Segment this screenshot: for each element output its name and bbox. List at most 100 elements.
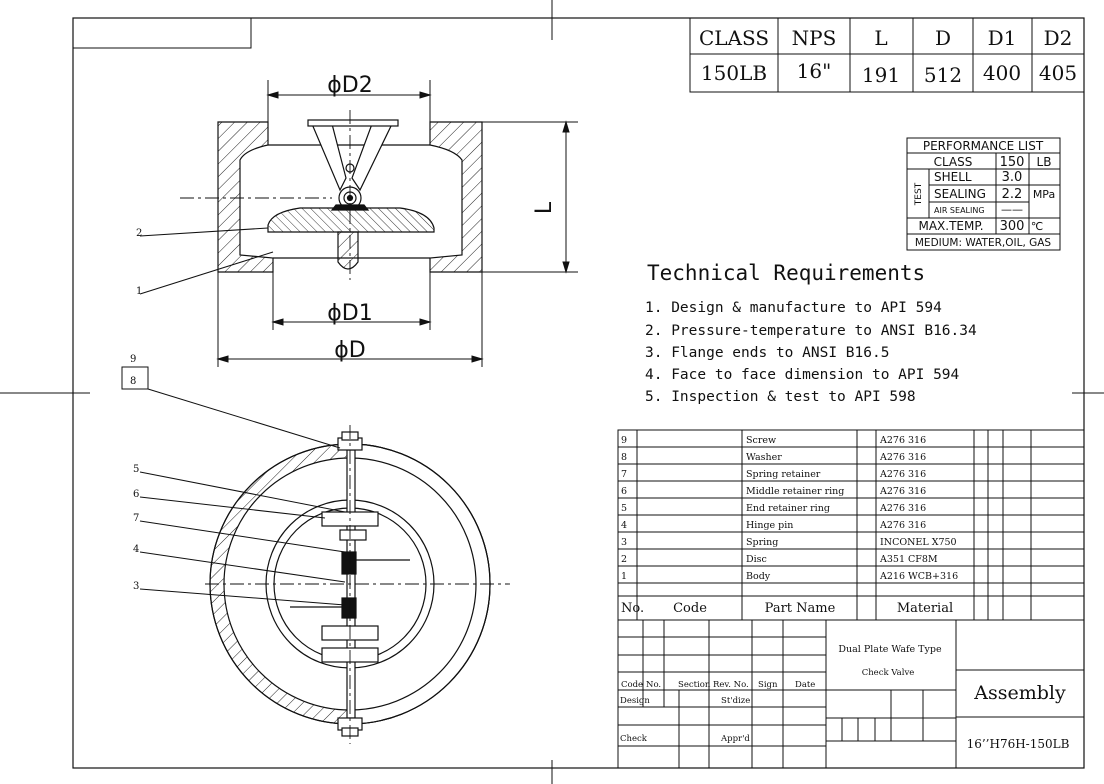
perf-title: PERFORMANCE LIST <box>923 139 1044 153</box>
part-name: Disc <box>746 554 767 565</box>
tb-no: No. <box>646 680 661 690</box>
perf-shell-value: 3.0 <box>1002 170 1023 185</box>
body-right-section <box>429 121 483 273</box>
perf-test-label: TEST <box>914 182 924 206</box>
parts-header-name: Part Name <box>765 601 836 616</box>
part-no: 6 <box>621 486 627 497</box>
tb-date: Date <box>795 680 815 690</box>
dim-value-d2: 405 <box>1039 61 1077 85</box>
tb-design: Design <box>620 696 650 706</box>
parts-header-material: Material <box>897 601 953 616</box>
tech-item-4: 4. Face to face dimension to API 594 <box>645 367 960 383</box>
part-no: 1 <box>621 571 627 582</box>
part-name: End retainer ring <box>746 503 830 514</box>
tech-item-3: 3. Flange ends to ANSI B16.5 <box>645 345 889 361</box>
perf-class-label: CLASS <box>934 155 973 169</box>
stop-arm-right <box>351 123 393 192</box>
leader-7: 7 <box>133 513 139 524</box>
perf-medium: MEDIUM: WATER,OIL, GAS <box>915 237 1052 249</box>
tb-drawing-type: Assembly <box>973 682 1066 704</box>
label-d: ϕD <box>334 338 365 363</box>
perf-class-unit: LB <box>1037 155 1052 169</box>
part-no: 5 <box>621 503 627 514</box>
tb-drawing-no: 16’’H76H-150LB <box>967 737 1070 751</box>
spring-upper <box>341 551 357 575</box>
tb-product-line1: Dual Plate Wafe Type <box>838 644 942 655</box>
perf-pressure-unit: MPa <box>1033 188 1055 201</box>
perf-maxtemp-label: MAX.TEMP. <box>918 219 983 233</box>
part-name: Washer <box>746 452 782 463</box>
tb-product-line2: Check Valve <box>862 668 915 678</box>
front-leaders <box>121 366 346 606</box>
dim-value-l: 191 <box>862 63 900 87</box>
stop-pin <box>337 231 359 270</box>
tb-sign: Sign <box>758 680 778 690</box>
tb-apprd: Appr'd <box>720 734 750 744</box>
parts-table-grid <box>617 429 1085 621</box>
part-material: A216 WCB+316 <box>879 571 958 582</box>
part-name: Spring retainer <box>746 469 821 480</box>
dimension-table <box>689 17 1085 93</box>
spring-lower <box>341 597 357 619</box>
perf-temp-unit: ℃ <box>1031 220 1043 233</box>
leader-8: 8 <box>130 376 136 387</box>
part-material: A276 316 <box>879 435 926 446</box>
leader-5: 5 <box>133 464 139 475</box>
dim-header-d: D <box>935 26 951 50</box>
dim-header-d2: D2 <box>1044 26 1073 50</box>
part-name: Hinge pin <box>746 520 793 531</box>
perf-shell-label: SHELL <box>934 170 972 184</box>
leader-6: 6 <box>133 489 139 500</box>
dimension-lines <box>139 80 578 367</box>
perf-class-value: 150 <box>1000 155 1025 170</box>
leader-9: 9 <box>130 354 136 365</box>
stop-arm-left <box>311 123 347 192</box>
tech-item-2: 2. Pressure-temperature to ANSI B16.34 <box>645 323 977 339</box>
perf-sealing-label: SEALING <box>934 187 986 201</box>
part-no: 4 <box>621 520 627 531</box>
tech-item-1: 1. Design & manufacture to API 594 <box>645 300 942 316</box>
part-material: A276 316 <box>879 520 926 531</box>
tb-code: Code <box>621 680 643 690</box>
tb-stdize: St'dize <box>721 696 750 706</box>
dim-value-class: 150LB <box>701 61 767 85</box>
part-material: A276 316 <box>879 486 926 497</box>
title-block-grid <box>617 619 1085 769</box>
centerlines-section <box>180 110 351 280</box>
part-name: Middle retainer ring <box>746 486 844 497</box>
perf-air-value: —— <box>1001 203 1023 216</box>
label-d2: ϕD2 <box>327 73 372 98</box>
part-material: A276 316 <box>879 469 926 480</box>
dim-header-l: L <box>874 26 887 50</box>
tb-rev-no: Rev. No. <box>713 680 749 690</box>
dim-value-nps: 16" <box>797 59 832 83</box>
label-l: L <box>532 201 557 214</box>
part-material: A276 316 <box>879 452 926 463</box>
part-no: 2 <box>621 554 627 565</box>
dim-header-nps: NPS <box>792 26 837 50</box>
tb-section: Section <box>678 680 711 690</box>
part-material: INCONEL X750 <box>880 537 957 548</box>
perf-air-label: AIR SEALING <box>934 206 985 215</box>
part-no: 9 <box>621 435 627 446</box>
dim-value-d: 512 <box>924 63 962 87</box>
leader-2: 2 <box>136 228 142 239</box>
perf-sealing-value: 2.2 <box>1002 187 1023 202</box>
leader-4: 4 <box>133 544 139 555</box>
section-view <box>217 119 483 273</box>
part-material: A351 CF8M <box>879 554 938 565</box>
parts-header-code: Code <box>673 601 707 616</box>
tech-item-5: 5. Inspection & test to API 598 <box>645 389 916 405</box>
part-no: 7 <box>621 469 627 480</box>
tech-title: Technical Requirements <box>647 261 925 285</box>
leader-3: 3 <box>133 581 139 592</box>
label-d1: ϕD1 <box>327 301 372 326</box>
leader-1: 1 <box>136 286 142 297</box>
part-name: Body <box>746 571 771 582</box>
dim-header-class: CLASS <box>699 26 769 50</box>
parts-header-no: No. <box>621 601 644 616</box>
perf-maxtemp-value: 300 <box>1000 219 1025 234</box>
